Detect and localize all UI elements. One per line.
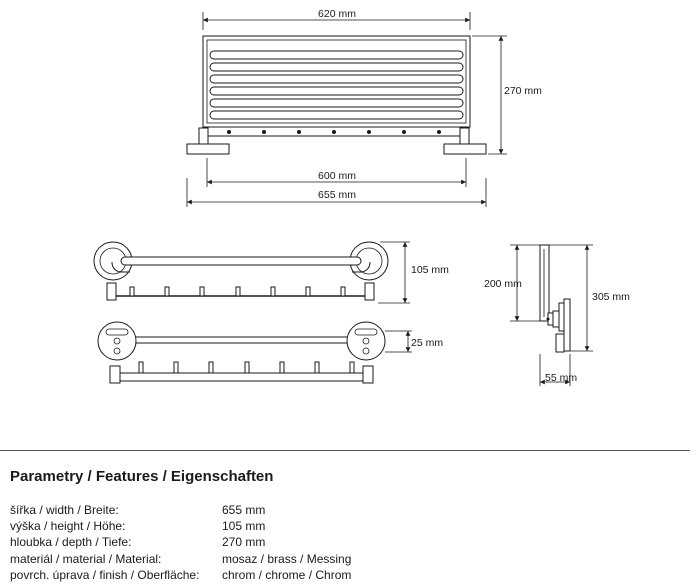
dim-front-offset: 25 mm (411, 337, 443, 349)
front-view: 105 mm 25 mm (93, 241, 449, 384)
params-title: Parametry / Features / Eigenschaften (10, 468, 274, 485)
dim-overall-width: 655 mm (318, 189, 356, 201)
side-view: 200 mm 305 mm 55 mm (484, 244, 630, 386)
dim-top-width: 620 mm (318, 8, 356, 20)
param-value: mosaz / brass / Messing (222, 551, 352, 566)
param-label: materiál / material / Material: (10, 551, 162, 566)
technical-drawing: 620 mm 2 (93, 8, 630, 386)
dim-front-height: 105 mm (411, 264, 449, 276)
section-divider (0, 450, 690, 451)
hooks-front-lower (138, 361, 355, 374)
param-row: povrch. úprava / finish / Oberfläche: ch… (10, 567, 650, 583)
param-label: povrch. úprava / finish / Oberfläche: (10, 567, 200, 582)
param-row: šířka / width / Breite: 655 mm (10, 502, 650, 518)
param-label: šířka / width / Breite: (10, 503, 119, 517)
param-value: 655 mm (222, 503, 266, 517)
param-label: hloubka / depth / Tiefe: (10, 535, 132, 550)
dim-inner-width: 600 mm (318, 170, 356, 182)
top-view: 620 mm 2 (186, 8, 542, 207)
param-row: hloubka / depth / Tiefe: 270 mm (10, 534, 650, 550)
param-value: chrom / chrome / Chrom (222, 567, 352, 582)
dim-side-height-total: 305 mm (592, 291, 630, 303)
hooks-front (129, 286, 346, 297)
dim-top-height: 270 mm (504, 85, 542, 97)
param-row: výška / height / Höhe: 105 mm (10, 518, 650, 534)
hook-dots-top (227, 130, 441, 134)
params-table: šířka / width / Breite: 655 mm výška / h… (10, 502, 650, 583)
rails (209, 50, 464, 120)
param-label: výška / height / Höhe: (10, 519, 126, 534)
param-row: materiál / material / Material: mosaz / … (10, 551, 650, 567)
dim-side-depth: 55 mm (545, 372, 577, 384)
param-value: 105 mm (222, 519, 266, 534)
dim-side-height-inner: 200 mm (484, 278, 522, 290)
param-value: 270 mm (222, 535, 266, 550)
